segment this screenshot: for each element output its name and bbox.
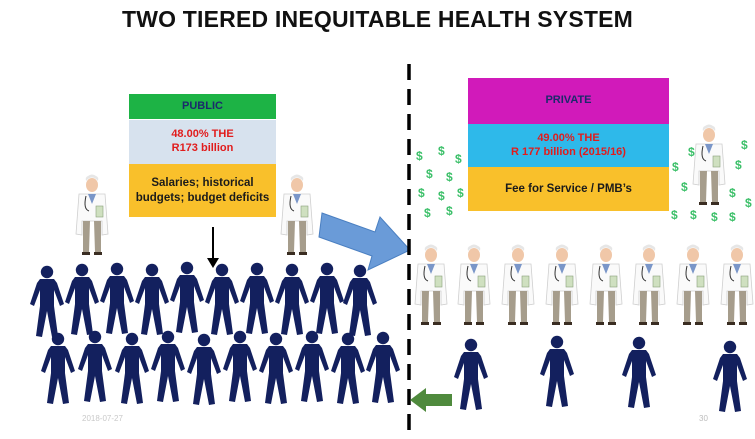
dollar-icon: $: [426, 167, 433, 181]
public-population: [30, 261, 400, 405]
dollar-icon: $: [735, 158, 742, 172]
doctor-icon: [75, 174, 109, 256]
public-amount-text: R173 billion: [171, 142, 234, 154]
public-expenditure-box: 48.00% THE R173 billion: [129, 120, 276, 164]
dollar-icon: $: [690, 208, 697, 222]
dollar-icon: $: [671, 208, 678, 222]
private-note-text: Fee for Service / PMB’s: [505, 182, 632, 195]
dollar-icon: $: [457, 186, 464, 200]
dollar-icon: $: [418, 186, 425, 200]
dollar-icon: $: [416, 149, 423, 163]
dollar-icon: $: [446, 204, 453, 218]
slide-title: TWO TIERED INEQUITABLE HEALTH SYSTEM: [121, 6, 634, 32]
private-heading-label: PRIVATE: [545, 94, 592, 107]
private-expenditure-box: 49.00% THE R 177 billion (2015/16): [468, 124, 669, 167]
footer-date: 2018-07-27: [82, 414, 123, 423]
public-funding-note: Salaries; historical budgets; budget def…: [129, 164, 276, 217]
down-arrow-icon: [207, 227, 219, 268]
dollar-icon: $: [438, 189, 445, 203]
return-flow-arrow-icon: [410, 388, 452, 412]
private-population: [454, 335, 747, 412]
public-heading: PUBLIC: [129, 94, 276, 119]
public-note-line: budgets; budget deficits: [135, 191, 270, 204]
private-amount-text: R 177 billion (2015/16): [511, 145, 626, 158]
public-note-line: Salaries; historical: [151, 177, 254, 190]
dollar-icon: $: [672, 160, 679, 174]
dollar-icon: $: [711, 210, 718, 224]
dollar-icon: $: [424, 206, 431, 220]
dollar-icon: $: [741, 138, 748, 152]
dollar-icon: $: [446, 170, 453, 184]
dollar-icon: $: [438, 144, 445, 158]
dollar-icon: $: [681, 180, 688, 194]
private-funding-note: Fee for Service / PMB’s: [468, 167, 669, 211]
dollar-icon: $: [729, 186, 736, 200]
public-heading-label: PUBLIC: [182, 99, 223, 112]
dollar-icon: $: [729, 210, 736, 224]
private-share-text: 49.00% THE: [537, 131, 600, 144]
funding-flow-arrow-icon: [318, 212, 411, 271]
doctor-icon: [280, 174, 314, 256]
dollar-icon: $: [688, 145, 695, 159]
page-number: 30: [699, 414, 708, 423]
public-share-text: 48.00% THE: [171, 128, 234, 141]
private-heading: PRIVATE: [468, 78, 669, 124]
dollar-icon: $: [745, 196, 752, 210]
dollar-icon: $: [455, 152, 462, 166]
